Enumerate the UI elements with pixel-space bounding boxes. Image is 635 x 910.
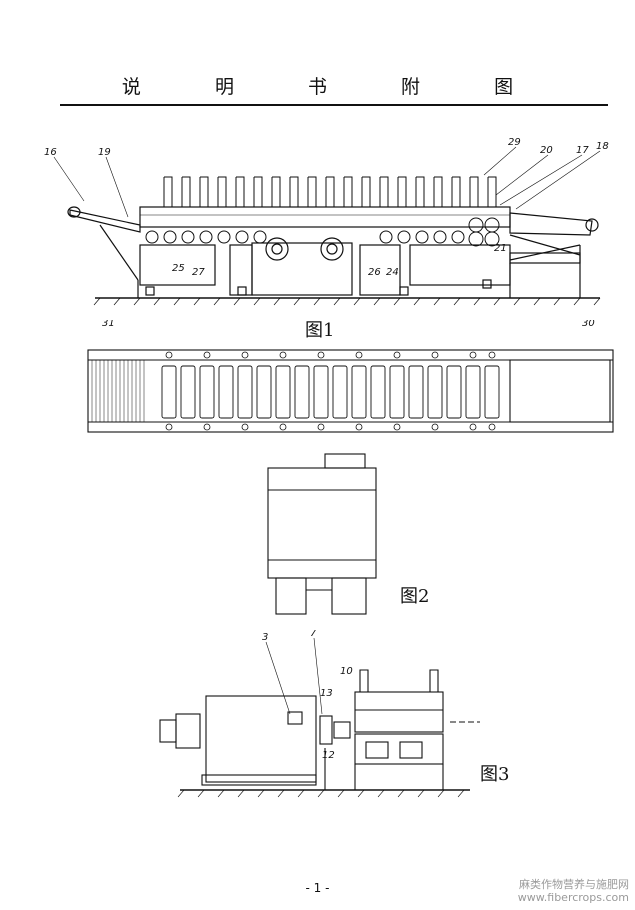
- svg-text:27: 27: [192, 267, 205, 278]
- svg-text:31: 31: [102, 320, 115, 329]
- svg-text:18: 18: [596, 141, 609, 152]
- svg-text:16: 16: [44, 147, 57, 158]
- svg-text:30: 30: [582, 320, 595, 329]
- svg-text:13: 13: [320, 688, 333, 699]
- page-title: 说 明 书 附 图: [121, 76, 548, 98]
- svg-text:24: 24: [386, 267, 399, 278]
- svg-text:17: 17: [576, 145, 589, 156]
- figure-3-drawing: 3 7 10 13 12: [159, 630, 480, 798]
- watermark-text: 麻类作物营养与施肥网: [519, 878, 629, 891]
- svg-text:26: 26: [368, 267, 381, 278]
- svg-text:19: 19: [98, 147, 111, 158]
- watermark-url: www.fibercrops.com: [517, 891, 629, 904]
- svg-text:20: 20: [540, 145, 553, 156]
- svg-text:25: 25: [172, 263, 185, 274]
- figure-2-drawing: 31 30: [87, 320, 614, 615]
- figure-1-drawing: 16 19 29 20 17 18 25 27 26 24 21: [44, 137, 609, 306]
- svg-text:21: 21: [494, 243, 507, 254]
- figure-2-caption: 图2: [400, 586, 430, 607]
- figure-1-caption: 图1: [305, 320, 335, 341]
- figure-3-caption: 图3: [480, 764, 510, 785]
- title-divider: [60, 104, 608, 106]
- svg-text:12: 12: [322, 750, 335, 761]
- svg-text:29: 29: [508, 137, 521, 148]
- svg-text:10: 10: [340, 666, 353, 677]
- svg-text:7: 7: [310, 630, 317, 639]
- page-number: - 1 -: [305, 881, 330, 895]
- svg-text:3: 3: [262, 632, 268, 643]
